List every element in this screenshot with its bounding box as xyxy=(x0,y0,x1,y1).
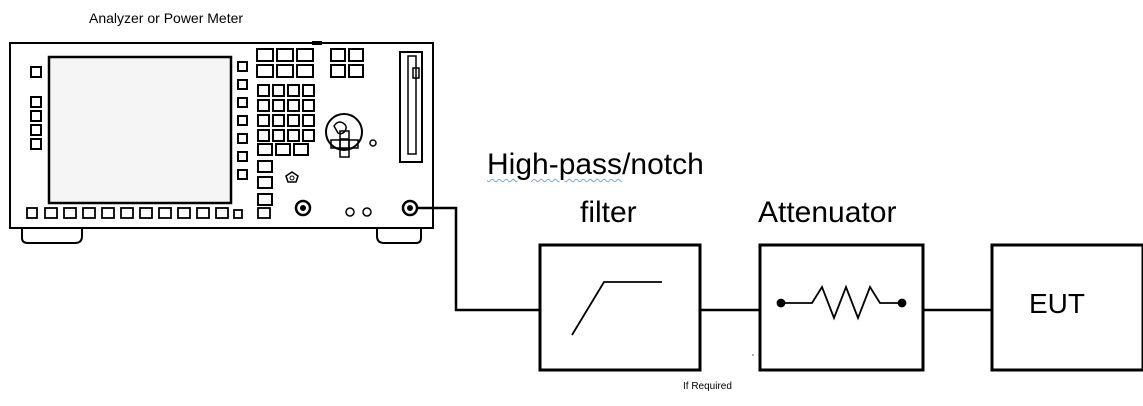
rotary-knob-icon xyxy=(325,113,363,151)
attenuator-title: Attenuator xyxy=(758,196,897,229)
eut-box xyxy=(990,243,1143,372)
bottom-buttons xyxy=(26,207,271,219)
analyzer-body xyxy=(9,42,434,229)
filter-title-line1: High-pass/notch xyxy=(487,148,704,182)
analyzer-foot-left xyxy=(21,228,83,244)
attenuator-block xyxy=(758,243,925,372)
filter-title-line2: filter xyxy=(580,196,637,229)
eut-label: EUT xyxy=(1029,288,1085,319)
keypad xyxy=(257,84,315,206)
analyzer-icon xyxy=(9,41,434,244)
cable-analyzer-to-filter xyxy=(418,206,540,312)
cables xyxy=(418,206,992,312)
if-required-note: If Required xyxy=(683,381,732,392)
rf-output-connector xyxy=(401,199,419,217)
analyzer-screen xyxy=(47,55,233,205)
filter-title-underlined: High-pass xyxy=(487,148,623,181)
attenuator-box xyxy=(758,243,925,372)
high-pass-filter-icon xyxy=(538,243,702,372)
filter-title-rest: /notch xyxy=(622,148,704,181)
disk-slot xyxy=(399,51,423,163)
resistor-icon xyxy=(776,284,907,321)
arrow-keys xyxy=(330,130,359,158)
analyzer-foot-right xyxy=(376,228,422,244)
analyzer-label: Analyzer or Power Meter xyxy=(89,10,244,26)
filter-block xyxy=(538,243,702,372)
